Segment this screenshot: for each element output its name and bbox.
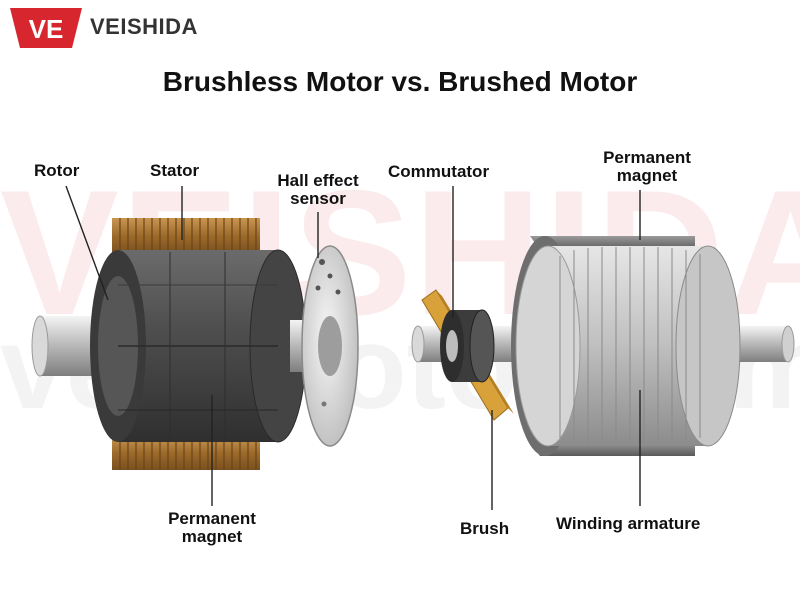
label-hall-line2: sensor [290, 189, 346, 208]
label-commutator: Commutator [388, 162, 490, 181]
brand-name: VEISHIDA [90, 14, 198, 39]
label-brushless-magnet-line1: Permanent [168, 509, 256, 528]
label-brushless-magnet: Permanent magnet [150, 510, 274, 546]
label-brushed-magnet-line1: Permanent [603, 148, 691, 167]
hall-sensor-disc [301, 245, 359, 447]
label-brush: Brush [460, 519, 510, 538]
leader-rotor [65, 185, 109, 301]
brushless-body [90, 249, 307, 443]
stator-winding-top [112, 218, 260, 254]
label-brushed-magnet: Permanent magnet [585, 149, 709, 185]
brand-logo-text: VE [29, 14, 64, 44]
label-stator: Stator [150, 161, 200, 180]
label-brushless-magnet-line2: magnet [181, 527, 243, 546]
leader-lines [65, 185, 641, 510]
label-brushed-magnet-line2: magnet [616, 166, 678, 185]
label-hall-line1: Hall effect [277, 171, 359, 190]
label-rotor: Rotor [34, 161, 80, 180]
page-title: Brushless Motor vs. Brushed Motor [162, 66, 638, 97]
commutator [440, 309, 495, 383]
label-winding-armature: Winding armature [556, 514, 701, 533]
winding-armature [515, 245, 741, 447]
brand-logo-icon: VE [10, 8, 82, 48]
label-hall-sensor: Hall effect sensor [262, 172, 374, 208]
